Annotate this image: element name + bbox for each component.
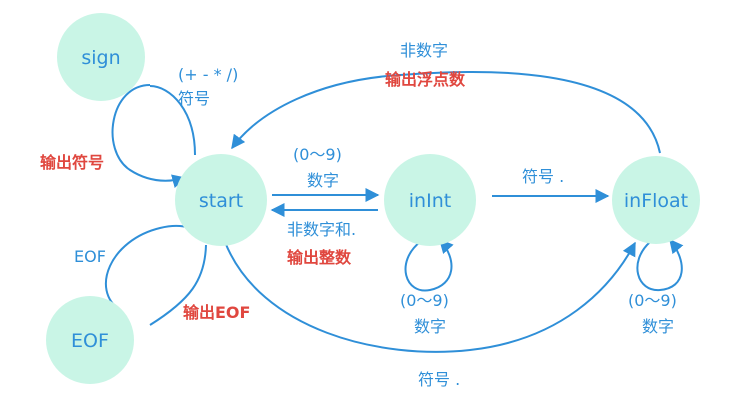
start-to-inint-range: (0～9) [293, 145, 342, 164]
edge-infloat-self-loop [636, 238, 684, 292]
node-inint [384, 154, 476, 246]
edge-sign-to-start [111, 84, 187, 189]
output-float: 输出浮点数 [385, 70, 466, 89]
infloat-to-start-word: 非数字 [400, 41, 448, 60]
output-integer: 输出整数 [287, 248, 352, 267]
sign-loop-word: 符号 [178, 89, 210, 108]
node-infloat [612, 156, 700, 244]
edge-inint-self-loop [404, 238, 454, 292]
node-infloat-label: inFloat [624, 190, 688, 212]
node-start-label: start [199, 190, 243, 212]
node-eof-label: EOF [71, 330, 109, 352]
inint-loop-range: (0～9) [400, 291, 449, 310]
infloat-loop-word: 数字 [642, 317, 674, 336]
output-eof: 输出EOF [183, 303, 250, 322]
start-to-inint-word: 数字 [307, 171, 339, 190]
inint-to-infloat-label: 符号 . [522, 167, 564, 186]
edge-start-loop-eof [149, 244, 207, 326]
edge-infloat-to-start [231, 70, 661, 154]
node-sign-label: sign [81, 47, 120, 69]
edge-eof-to-start [104, 224, 206, 311]
sign-loop-chars: (+ - * /) [178, 65, 238, 84]
node-eof [46, 296, 134, 384]
node-sign [57, 13, 145, 101]
node-inint-label: inInt [409, 190, 451, 212]
edge-start-loop-sign [149, 85, 196, 156]
node-start [175, 154, 267, 246]
infloat-loop-range: (0～9) [628, 291, 677, 310]
eof-edge-label: EOF [74, 247, 106, 266]
edge-start-to-infloat [224, 241, 636, 353]
inint-to-start-word: 非数字和. [287, 220, 356, 239]
start-to-infloat-label: 符号 . [418, 370, 460, 389]
inint-loop-word: 数字 [414, 317, 446, 336]
output-sign: 输出符号 [40, 153, 104, 172]
